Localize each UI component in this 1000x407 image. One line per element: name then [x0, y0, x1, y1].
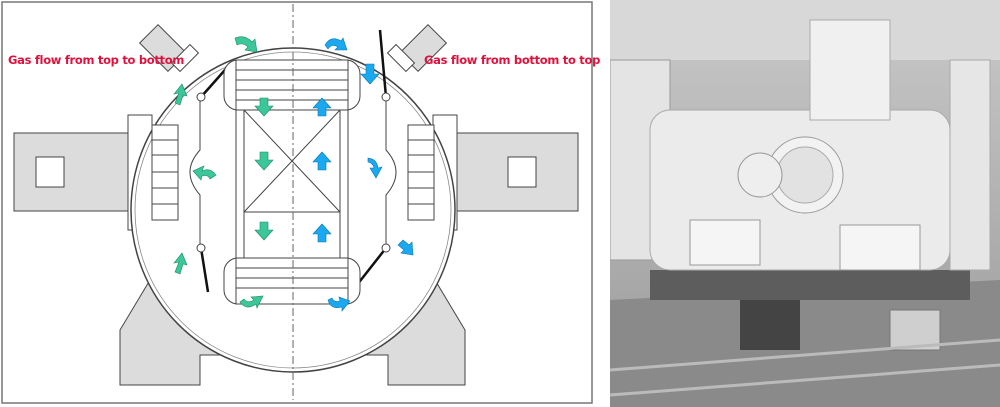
right-fan [385, 100, 435, 245]
load-chamber [235, 109, 349, 261]
top-heat-exchanger [223, 59, 361, 111]
up-flow-arrows [312, 37, 414, 312]
down-flow-arrows [173, 36, 274, 309]
furnace-photo [610, 0, 1000, 407]
left-valve [138, 23, 200, 73]
flow-flaps [199, 29, 388, 293]
bottom-heat-exchanger [223, 257, 361, 305]
left-fan [151, 100, 201, 245]
right-valve [386, 23, 448, 73]
furnace-cross-section-diagram [1, 1, 593, 404]
label-bottom-to-top: Gas flow from bottom to top [424, 53, 601, 67]
label-top-to-bottom: Gas flow from top to bottom [8, 53, 185, 67]
